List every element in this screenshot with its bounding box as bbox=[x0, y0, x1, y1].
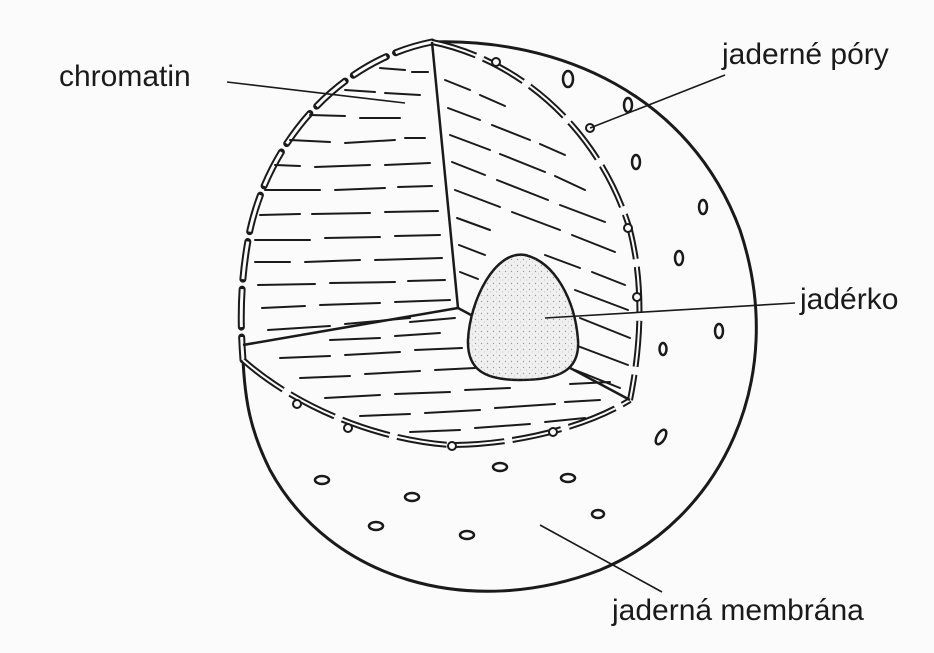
cut-plane-vertical-edge bbox=[432, 42, 458, 308]
pores-leader bbox=[590, 75, 725, 128]
chromatin-leader bbox=[227, 82, 405, 103]
label-nuclear-pores: jaderné póry bbox=[722, 40, 889, 70]
label-nucleolus: jadérko bbox=[800, 285, 898, 315]
label-nuclear-membrane: jaderná membrána bbox=[612, 596, 864, 626]
chromatin-hatching-left bbox=[255, 68, 450, 330]
label-chromatin: chromatin bbox=[59, 62, 191, 92]
